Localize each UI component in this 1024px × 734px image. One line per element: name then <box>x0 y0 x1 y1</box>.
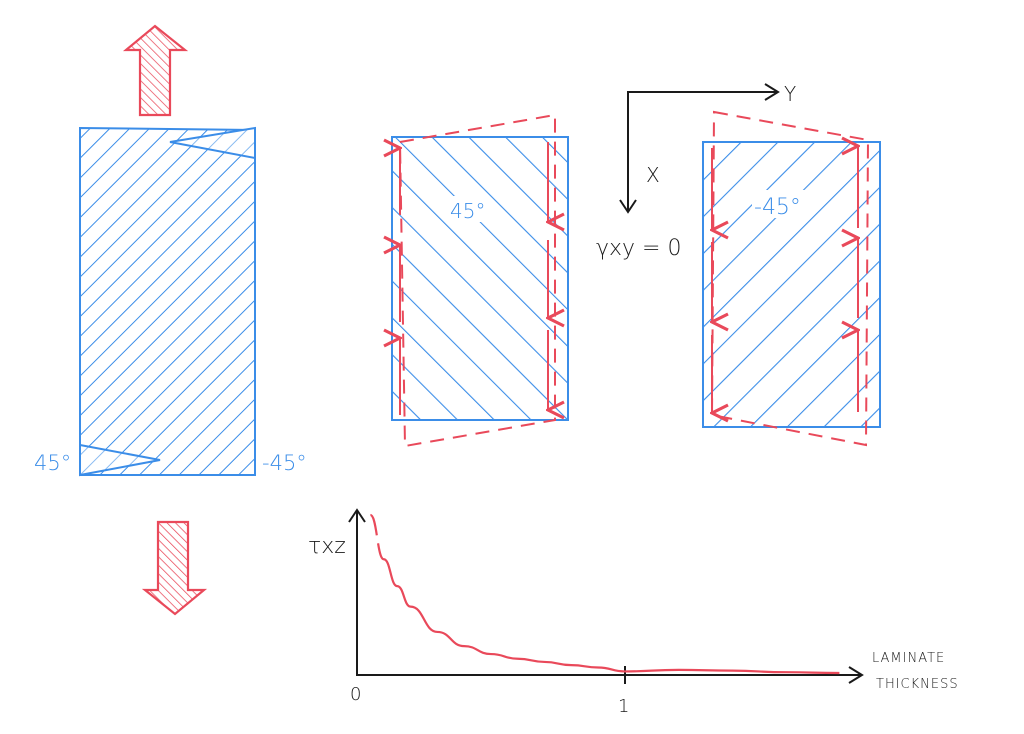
specimen-label-minus45: -45° <box>262 451 307 475</box>
y-axis-title: τxz <box>308 534 346 559</box>
chart-axes <box>348 508 864 684</box>
ply-minus45-label: -45° <box>754 195 801 220</box>
x-axis-title-line1: LAMINATE <box>872 651 945 666</box>
shear-arrows <box>400 142 548 415</box>
ply-plus45 <box>392 113 569 448</box>
coordinate-axes <box>619 83 780 214</box>
x-tick-label-0: 0 <box>350 684 361 705</box>
deformed-outline <box>398 113 556 448</box>
ply-plus45-label: 45° <box>450 199 485 223</box>
tension-arrow-down-icon <box>141 520 208 616</box>
stress-curve <box>369 513 840 675</box>
tension-arrow-up-icon <box>122 24 189 117</box>
laminate-specimen <box>79 126 256 477</box>
x-axis-label: X <box>646 163 660 187</box>
shear-strain-label: γxy = 0 <box>596 236 681 261</box>
specimen-label-45: 45° <box>34 451 71 475</box>
y-axis-label: Y <box>784 82 796 106</box>
x-axis-title-line2: THICKNESS <box>876 677 959 692</box>
x-tick-label-1: 1 <box>618 696 629 717</box>
stress-chart: τxz 0 1 LAMINATE THICKNESS <box>308 508 959 717</box>
shear-arrows <box>712 146 858 413</box>
ply-minus45 <box>702 110 881 447</box>
